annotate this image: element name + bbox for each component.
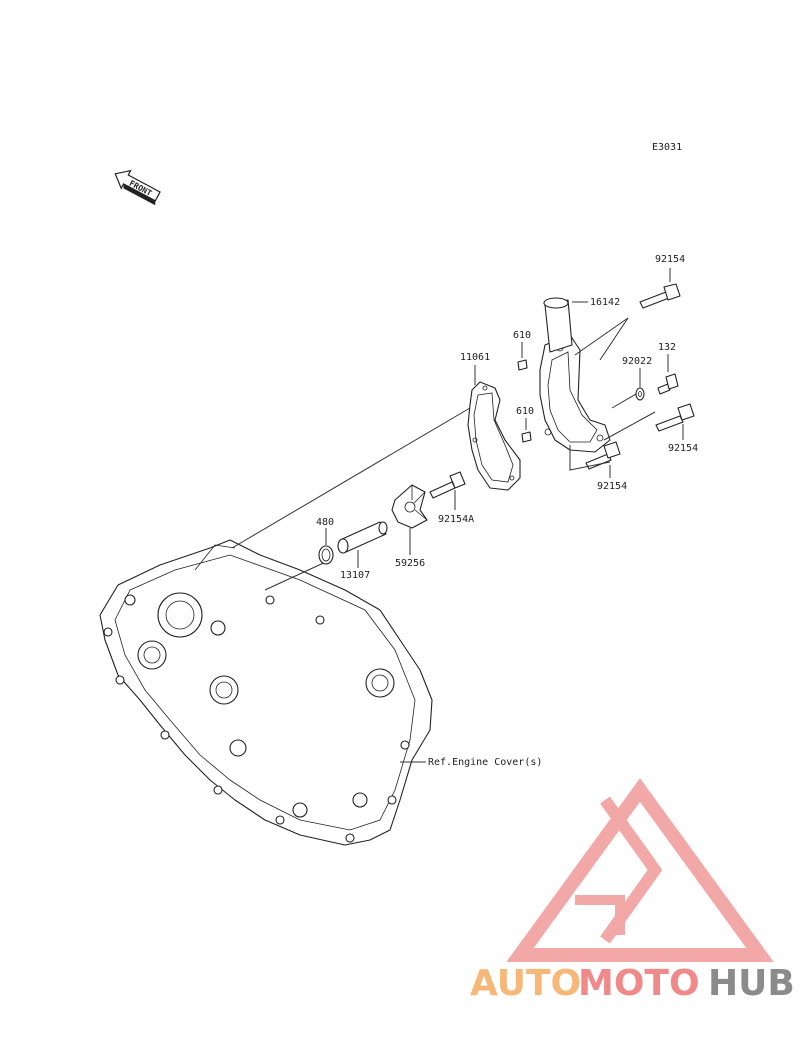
engine-cover [99, 539, 433, 846]
part-92154-top [639, 283, 681, 309]
part-92154-right [655, 403, 695, 432]
part-610-lower [521, 431, 532, 443]
label-92154-right: 92154 [668, 443, 698, 454]
label-16142: 16142 [590, 297, 620, 308]
part-610-upper [517, 359, 528, 371]
watermark-text: AUTO MOTO HUB [470, 963, 795, 1004]
label-59256: 59256 [395, 558, 425, 569]
part-59256 [391, 484, 428, 529]
part-480 [318, 545, 334, 565]
part-13107 [337, 521, 388, 554]
part-132 [657, 373, 679, 395]
part-16142 [543, 297, 573, 353]
front-arrow-icon: FRONT [114, 169, 161, 206]
part-11061 [467, 381, 521, 491]
ref-engine-cover-label: Ref.Engine Cover(s) [428, 757, 542, 768]
watermark-logo [506, 778, 774, 962]
diagram-code: E3031 [652, 142, 682, 153]
label-610-upper: 610 [513, 330, 531, 341]
label-92022: 92022 [622, 356, 652, 367]
label-13107: 13107 [340, 570, 370, 581]
label-92154-top: 92154 [655, 254, 685, 265]
part-92022 [635, 387, 645, 401]
watermark-moto: MOTO [578, 963, 700, 1004]
label-92154-bottom: 92154 [597, 481, 627, 492]
part-92154A [429, 471, 466, 499]
label-610-lower: 610 [516, 406, 534, 417]
label-132: 132 [658, 342, 676, 353]
part-water-pump-cover [539, 334, 611, 453]
label-480: 480 [316, 517, 334, 528]
label-11061: 11061 [460, 352, 490, 363]
watermark-hub: HUB [708, 963, 795, 1004]
watermark-auto: AUTO [470, 963, 581, 1004]
label-92154A: 92154A [438, 514, 474, 525]
